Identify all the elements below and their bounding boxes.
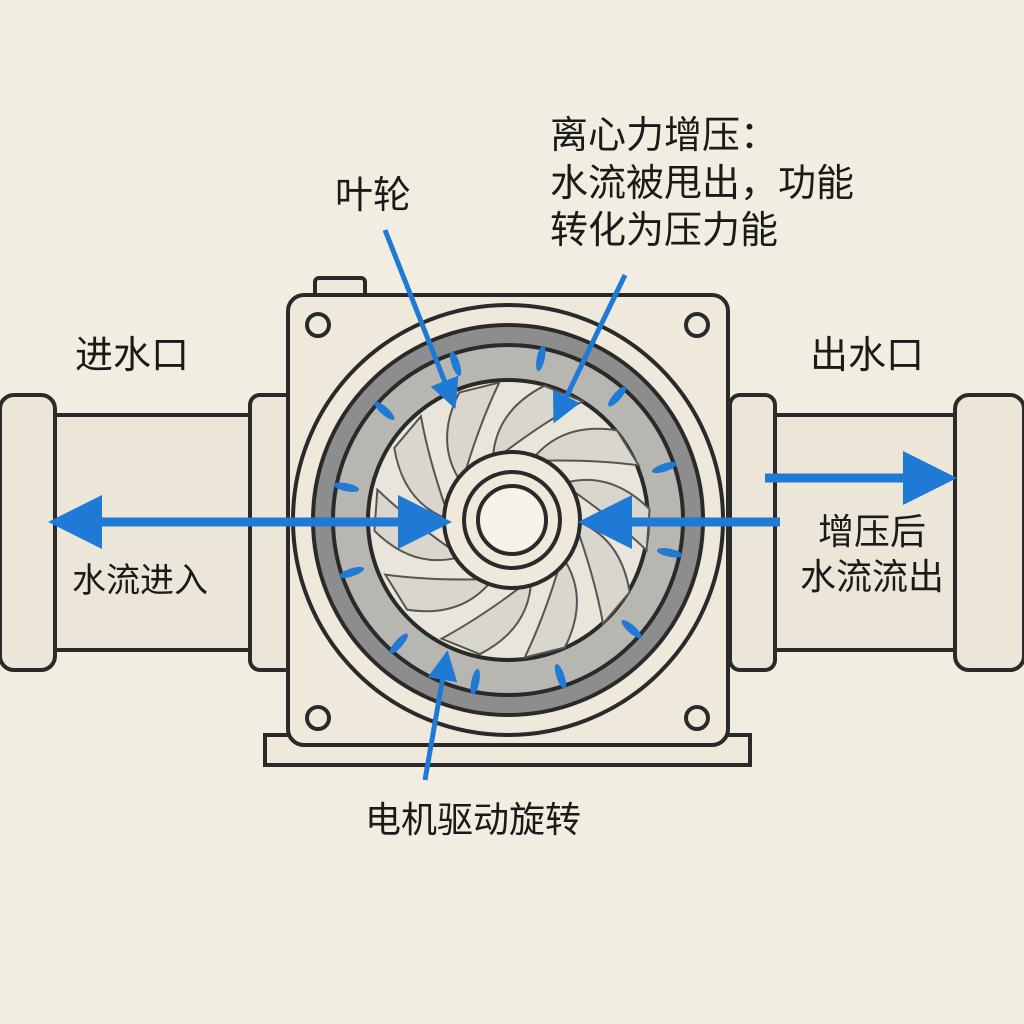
motor-label: 电机驱动旋转 [365, 800, 582, 841]
water-droplet [339, 566, 364, 579]
water-droplet [554, 664, 567, 689]
impeller-blade [529, 427, 641, 467]
water-droplet [449, 351, 462, 376]
water-droplet [333, 482, 360, 492]
impeller-blade [522, 554, 578, 659]
impeller-blade [383, 573, 495, 613]
water-droplet [389, 633, 408, 654]
flow-arrows [48, 451, 957, 549]
outlet-pipe [728, 393, 1024, 672]
boosted-note: 增压后 水流流出 [800, 510, 944, 600]
water-droplet [656, 548, 683, 558]
inlet-pipe [0, 393, 297, 672]
boosted-line2: 水流流出 [800, 557, 945, 598]
water-droplet [470, 668, 480, 695]
inlet-label: 进水口 [75, 333, 190, 377]
water-in-label: 水流进入 [72, 561, 208, 601]
water-droplet [608, 386, 627, 407]
pointer-arrows [382, 229, 628, 781]
outlet-label: 出水口 [810, 333, 925, 377]
centrifugal-line2: 转化为压力能 [550, 208, 779, 252]
centrifugal-title: 离心力增压： [550, 113, 779, 157]
water-droplet [652, 461, 677, 474]
water-droplet [621, 620, 642, 639]
impeller-blade [439, 576, 533, 656]
centrifugal-line1: 水流被甩出，功能 [550, 160, 855, 205]
impeller-hub [442, 450, 582, 590]
water-droplet [536, 345, 546, 372]
boosted-line1: 增压后 [818, 512, 927, 553]
water-droplet [374, 401, 395, 420]
impeller-label: 叶轮 [335, 173, 412, 217]
centrifugal-note: 离心力增压： 水流被甩出，功能 转化为压力能 [550, 112, 854, 255]
impeller-blade [446, 381, 502, 486]
water-droplets [333, 345, 683, 695]
